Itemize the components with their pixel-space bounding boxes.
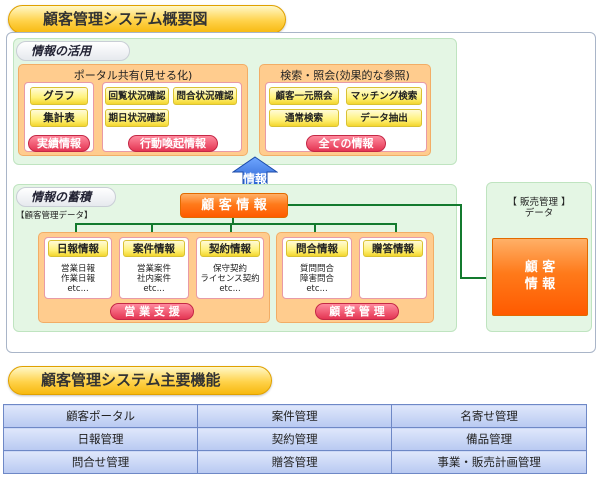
table-row: 問合せ管理 贈答管理 事業・販売計画管理 — [2, 450, 587, 474]
matching-search-button[interactable]: マッチング検索 — [346, 87, 422, 105]
project-title[interactable]: 案件情報 — [123, 240, 185, 257]
inquiry-line-2: 障害問合 — [299, 274, 334, 284]
contract-line-2: ライセンス契約 — [200, 274, 260, 284]
table-cell: 顧客ポータル — [2, 404, 199, 428]
table-cell: 贈答管理 — [197, 450, 393, 474]
circulation-status-button[interactable]: 回覧状況確認 — [105, 87, 169, 105]
accumulation-title: 情報の蓄積 — [16, 187, 116, 207]
project-line-3: etc... — [143, 284, 165, 294]
table-cell: 名寄せ管理 — [391, 404, 587, 428]
connector-contract — [230, 223, 232, 238]
connector-to-sales — [288, 204, 462, 206]
table-cell: 日報管理 — [2, 427, 199, 451]
table-cell: 事業・販売計画管理 — [391, 450, 587, 474]
table-cell: 案件管理 — [197, 404, 393, 428]
unified-lookup-button[interactable]: 顧客一元照会 — [269, 87, 339, 105]
daily-report-title[interactable]: 日報情報 — [48, 240, 108, 257]
arrow-label: 情報 — [242, 172, 267, 186]
project-line-1: 営業案件 — [136, 264, 171, 274]
sales-customer-info-line-1: 顧 客 — [524, 260, 556, 275]
connector-sales-in — [460, 277, 492, 279]
table-row: 顧客ポータル 案件管理 名寄せ管理 — [2, 404, 587, 428]
customer-mgmt-label: 顧 客 管 理 — [315, 303, 399, 320]
results-label: 実績情報 — [28, 135, 90, 152]
contract-line-3: etc... — [219, 284, 241, 294]
contract-line-1: 保守契約 — [212, 264, 247, 274]
connector-sales-down — [460, 204, 462, 279]
sales-support-label: 営 業 支 援 — [110, 303, 194, 320]
sales-data-caption-2: データ — [524, 208, 554, 219]
summary-table-button[interactable]: 集計表 — [30, 109, 88, 127]
connector-daily — [75, 223, 77, 238]
connector-project — [151, 223, 153, 238]
daily-report-line-1: 営業日報 — [60, 264, 95, 274]
graph-button[interactable]: グラフ — [30, 87, 88, 105]
inquiry-title[interactable]: 問合情報 — [286, 240, 348, 257]
search-title: 検索・照会(効果的な参照) — [280, 69, 410, 82]
daily-report-line-3: etc... — [67, 284, 89, 294]
project-line-2: 社内案件 — [136, 274, 171, 284]
portal-title: ポータル共有(見せる化) — [73, 69, 193, 82]
all-info-label: 全ての情報 — [306, 135, 386, 152]
gift-title[interactable]: 贈答情報 — [363, 240, 423, 257]
overview-title: 顧客管理システム概要図 — [8, 5, 286, 34]
table-cell: 備品管理 — [391, 427, 587, 451]
sales-data-caption-1: 【 販売管理 】 — [507, 197, 571, 208]
customer-info-box: 顧 客 情 報 — [180, 193, 288, 218]
inquiry-status-button[interactable]: 問合状況確認 — [173, 87, 237, 105]
sales-customer-info-box: 顧 客 情 報 — [492, 238, 588, 316]
customer-data-caption: 【顧客管理データ】 — [16, 211, 93, 221]
daily-report-line-2: 作業日報 — [60, 274, 95, 284]
deadline-status-button[interactable]: 期日状況確認 — [105, 109, 169, 127]
table-cell: 契約管理 — [197, 427, 393, 451]
utilization-title: 情報の活用 — [16, 41, 130, 61]
inquiry-line-1: 質問問合 — [299, 264, 334, 274]
table-cell: 問合せ管理 — [2, 450, 199, 474]
functions-table: 顧客ポータル 案件管理 名寄せ管理 日報管理 契約管理 備品管理 問合せ管理 贈… — [2, 404, 587, 474]
connector-horizontal — [75, 223, 397, 225]
table-row: 日報管理 契約管理 備品管理 — [2, 427, 587, 451]
connector-gift — [395, 223, 397, 238]
connector-stem — [232, 218, 234, 224]
functions-title: 顧客管理システム主要機能 — [8, 366, 272, 395]
normal-search-button[interactable]: 通常検索 — [269, 109, 339, 127]
sales-customer-info-line-2: 情 報 — [524, 277, 556, 292]
action-label: 行動喚起情報 — [128, 135, 218, 152]
inquiry-line-3: etc... — [306, 284, 328, 294]
contract-title[interactable]: 契約情報 — [200, 240, 260, 257]
data-extraction-button[interactable]: データ抽出 — [346, 109, 422, 127]
connector-inquiry — [314, 223, 316, 238]
